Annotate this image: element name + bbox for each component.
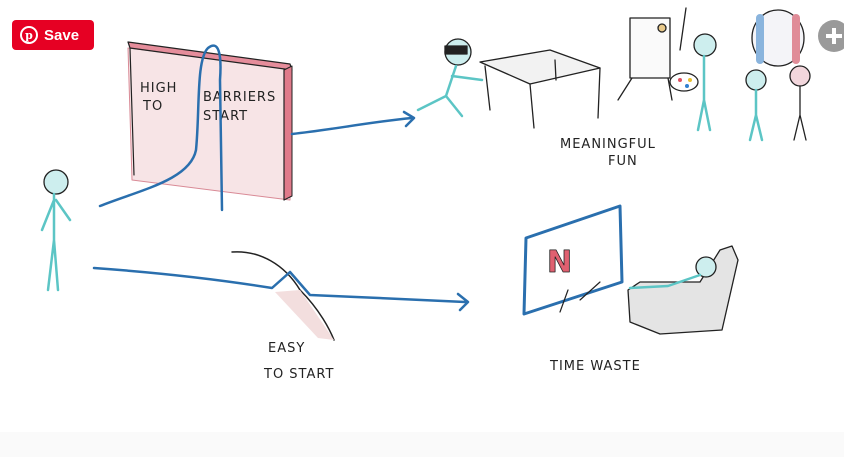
sketch-illustration: HIGH TO BARRIERS START EASY TO START: [40, 7, 811, 382]
stick-figure-start: [40, 169, 72, 292]
wall-text-to: TO: [142, 99, 163, 114]
hill: [231, 251, 335, 341]
tv-screen: N: [522, 204, 624, 316]
pinterest-icon: p: [20, 26, 38, 44]
plus-circle-icon[interactable]: [818, 20, 844, 52]
barrier-wall: HIGH TO BARRIERS START: [127, 41, 293, 201]
upper-path-arrow: [98, 44, 416, 212]
wall-text-barriers: BARRIERS: [203, 90, 276, 105]
tv-logo-n: N: [547, 245, 572, 280]
talking-people: [745, 9, 811, 142]
wall-text-high: HIGH: [140, 81, 177, 96]
label-meaningful: MEANINGFUL: [560, 137, 656, 152]
hill-label-easy: EASY: [268, 341, 305, 356]
couch-viewer: [627, 245, 739, 335]
wall-text-start: START: [203, 109, 248, 124]
vr-gamer: [416, 38, 601, 129]
label-fun: FUN: [608, 154, 638, 169]
painter: [617, 7, 717, 132]
pinterest-save-button[interactable]: p Save: [12, 20, 94, 50]
lower-path-arrow: [92, 266, 470, 312]
hill-label-to-start: TO START: [263, 367, 334, 382]
save-label: Save: [44, 26, 80, 44]
label-time-waste: TIME WASTE: [549, 359, 641, 374]
